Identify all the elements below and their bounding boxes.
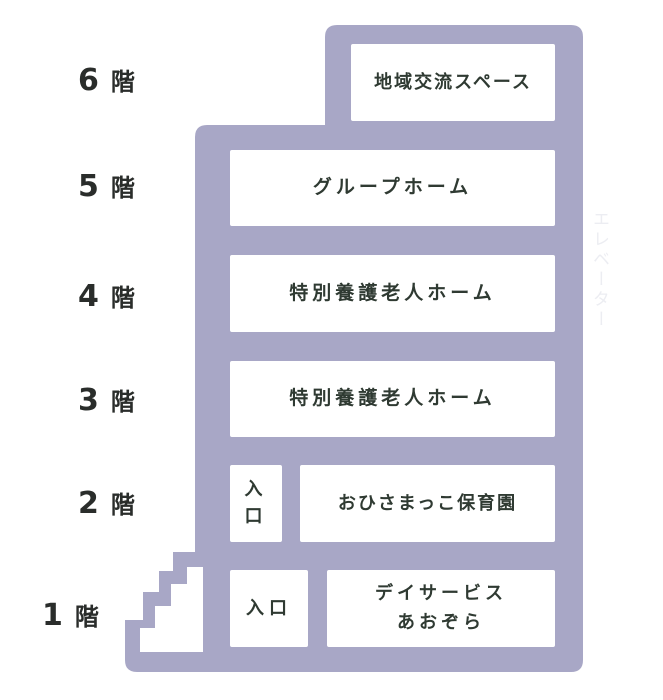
- room-group-home-label: グループホーム: [312, 176, 473, 199]
- room-community-space: 地域交流スペース: [351, 44, 555, 121]
- floor-kai-1: 階: [74, 603, 101, 631]
- room-nursing-home-4f: 特別養護老人ホーム: [230, 255, 555, 332]
- floor-kai-3: 階: [110, 388, 137, 416]
- entrance-2f: 入 口: [230, 465, 282, 542]
- room-nursery: おひさまっこ保育園: [300, 465, 555, 542]
- room-day-service: デイサービス あおぞら: [327, 570, 555, 647]
- room-nursing-home-4f-label: 特別養護老人ホーム: [289, 281, 496, 304]
- floor-kai-2: 階: [110, 491, 137, 519]
- floor-number-3: 3: [78, 383, 101, 418]
- room-nursing-home-3f-label: 特別養護老人ホーム: [289, 387, 496, 410]
- floor-kai-6: 階: [110, 68, 137, 96]
- floor-number-1: 1: [42, 598, 65, 633]
- room-group-home: グループホーム: [230, 150, 555, 226]
- entrance-2f-label: 入 口: [244, 479, 268, 527]
- floor-kai-4: 階: [110, 284, 137, 312]
- room-community-space-label: 地域交流スペース: [374, 71, 532, 93]
- room-nursery-label: おひさまっこ保育園: [337, 492, 518, 514]
- entrance-1f-label: 入口: [246, 597, 292, 619]
- floor-kai-5: 階: [110, 174, 137, 202]
- room-day-service-label: デイサービス あおぞら: [375, 582, 507, 633]
- room-nursing-home-3f: 特別養護老人ホーム: [230, 361, 555, 437]
- floor-number-2: 2: [78, 486, 101, 521]
- entrance-1f: 入口: [230, 570, 308, 647]
- stairs-icon: [140, 567, 203, 652]
- floor-number-6: 6: [78, 63, 101, 98]
- elevator-label: エレベーター: [589, 210, 609, 330]
- floor-number-5: 5: [78, 169, 101, 204]
- floor-number-4: 4: [78, 279, 101, 314]
